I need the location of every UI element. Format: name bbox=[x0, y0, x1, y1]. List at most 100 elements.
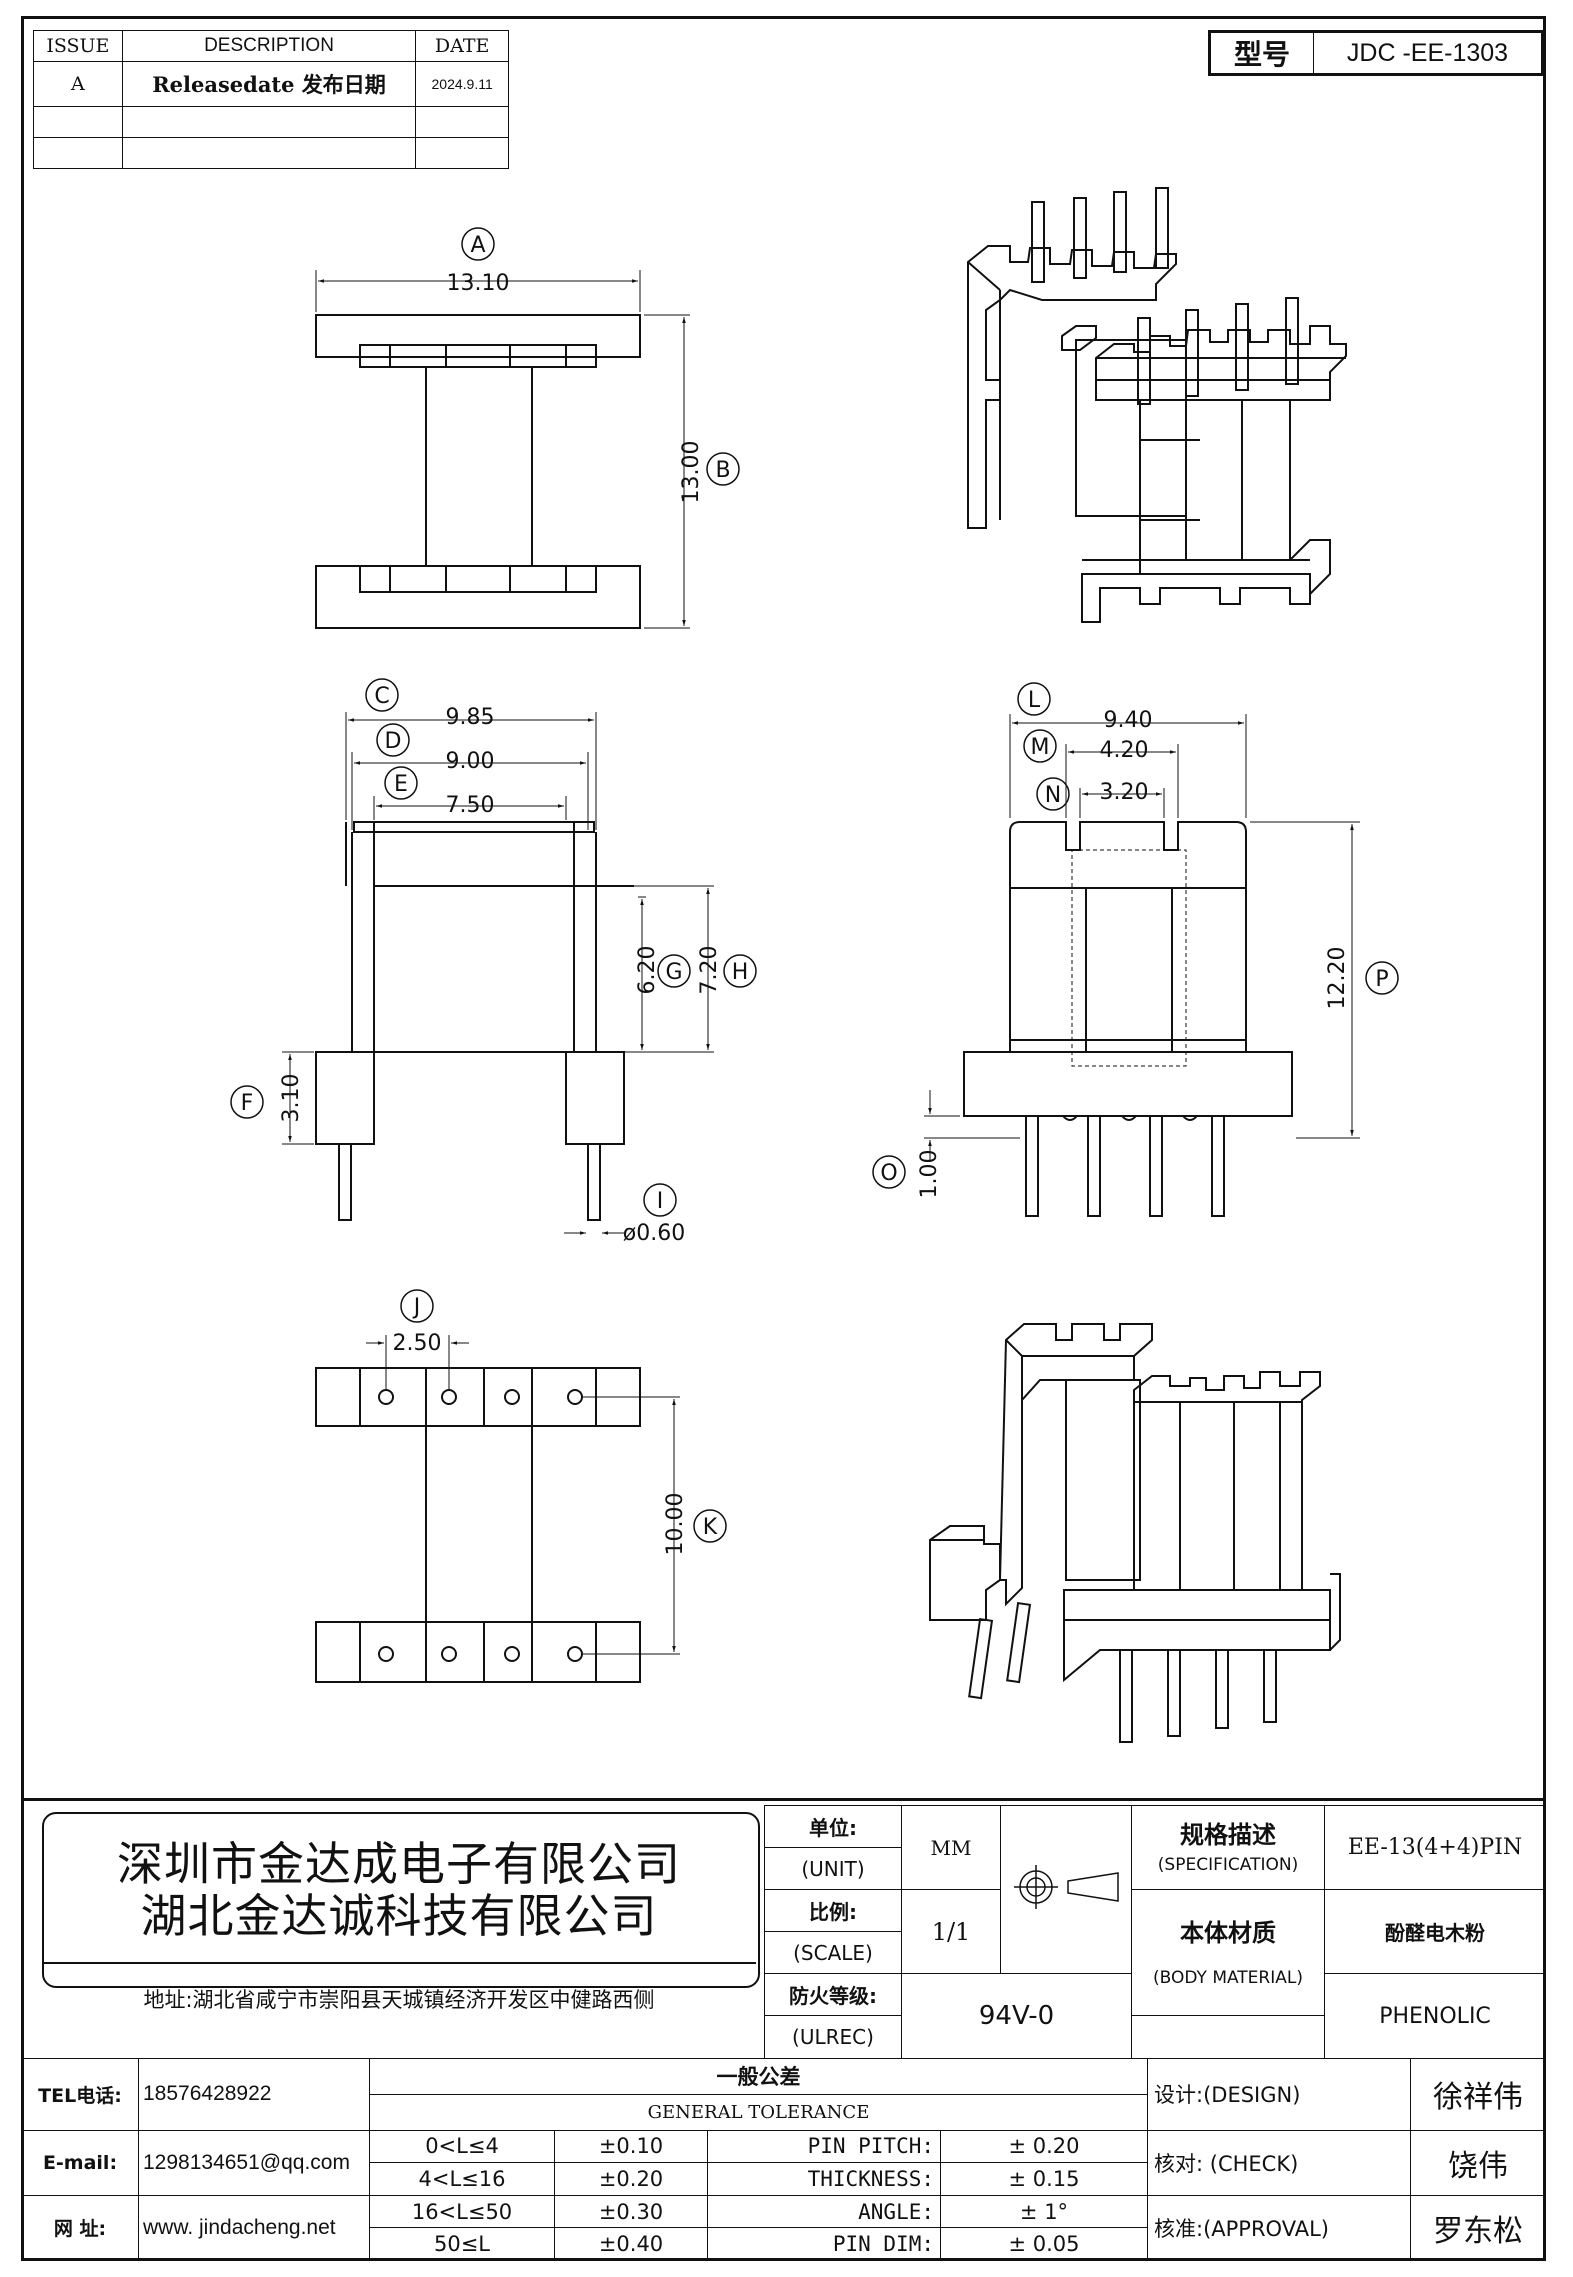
email-value: 1298134651@qq.com bbox=[138, 2129, 370, 2196]
spec-en-label: (SPECIFICATION) bbox=[1157, 1854, 1299, 1875]
pin-tol-label: THICKNESS: bbox=[707, 2162, 941, 2196]
dim-value-a: 13.10 bbox=[447, 271, 510, 296]
pin-tol-label: ANGLE: bbox=[707, 2194, 941, 2229]
web-value: www. jindacheng.net bbox=[138, 2194, 370, 2262]
dim-value-k: 10.00 bbox=[663, 1493, 688, 1556]
material-en-label: (BODY MATERIAL) bbox=[1153, 1968, 1303, 1989]
spec-value: EE-13(4+4)PIN bbox=[1324, 1805, 1546, 1890]
tol-value: ±0.40 bbox=[554, 2227, 708, 2261]
dim-value-h: 7.20 bbox=[697, 946, 722, 995]
company-name-1: 深圳市金达成电子有限公司 bbox=[117, 1837, 681, 1891]
dim-letter-g: G bbox=[665, 960, 682, 985]
pin-tol-value: ± 0.20 bbox=[940, 2129, 1148, 2164]
spec-table: 单位: MM 规格描述 (SPECIFICATION) EE-13(4+4)PI… bbox=[764, 1805, 1546, 2059]
unit-en-label: (UNIT) bbox=[764, 1847, 902, 1890]
dim-value-p: 12.20 bbox=[1325, 947, 1350, 1010]
dim-value-d: 9.00 bbox=[446, 749, 495, 774]
dim-letter-f: F bbox=[241, 1091, 254, 1116]
tol-range: 0<L≤4 bbox=[369, 2129, 555, 2164]
check-label: 核对: (CHECK) bbox=[1147, 2129, 1411, 2196]
company-name-2: 湖北金达诚科技有限公司 bbox=[140, 1889, 658, 1943]
dim-letter-c: C bbox=[374, 684, 389, 709]
pin-view bbox=[315, 1289, 727, 1683]
dim-value-e: 7.50 bbox=[446, 793, 495, 818]
pin-tol-value: ± 0.15 bbox=[940, 2162, 1148, 2196]
dim-value-g: 6.20 bbox=[635, 946, 660, 995]
approval-label: 核准:(APPROVAL) bbox=[1147, 2194, 1411, 2262]
tel-label: TEL电话: bbox=[21, 2058, 139, 2131]
pin-tol-label: PIN DIM: bbox=[707, 2227, 941, 2261]
model-value: JDC -EE-1303 bbox=[1313, 31, 1543, 75]
dim-letter-l: L bbox=[1028, 688, 1041, 713]
company-divider bbox=[42, 1962, 756, 1964]
company-box bbox=[42, 1812, 760, 1988]
dim-value-o: 1.00 bbox=[917, 1150, 942, 1199]
unit-value: MM bbox=[901, 1805, 1001, 1890]
isometric-view-bottom bbox=[929, 1323, 1341, 1743]
scale-cn-label: 比例: bbox=[764, 1889, 902, 1932]
dim-letter-p: P bbox=[1375, 967, 1388, 992]
projection-symbol bbox=[1000, 1805, 1132, 1974]
description-cell bbox=[121, 137, 417, 169]
approval-name: 罗东松 bbox=[1410, 2194, 1546, 2262]
technical-drawing: A 13.10 B 13.00 C 9.85 D 9.00 E 7.50 G 6… bbox=[230, 187, 1399, 1743]
dim-letter-m: M bbox=[1031, 735, 1050, 760]
design-name: 徐祥伟 bbox=[1410, 2058, 1546, 2131]
dim-value-i: ø0.60 bbox=[623, 1221, 685, 1246]
dim-letter-k: K bbox=[703, 1515, 718, 1540]
pin-tol-label: PIN PITCH: bbox=[707, 2129, 941, 2164]
pin-tol-value: ± 0.05 bbox=[940, 2227, 1148, 2261]
scale-en-label: (SCALE) bbox=[764, 1931, 902, 1974]
dim-value-l: 9.40 bbox=[1104, 708, 1153, 733]
dim-letter-a: A bbox=[470, 233, 485, 258]
dim-value-c: 9.85 bbox=[446, 705, 495, 730]
dim-value-b: 13.00 bbox=[679, 441, 704, 504]
side-view bbox=[872, 682, 1399, 1217]
dim-value-n: 3.20 bbox=[1100, 780, 1149, 805]
tol-value: ±0.30 bbox=[554, 2194, 708, 2229]
front-view bbox=[230, 678, 757, 1235]
dim-letter-h: H bbox=[732, 960, 749, 985]
tel-value: 18576428922 bbox=[138, 2058, 370, 2131]
fire-en-label: (ULREC) bbox=[764, 2015, 902, 2059]
email-label: E-mail: bbox=[21, 2129, 139, 2196]
fire-cn-label: 防火等级: bbox=[764, 1973, 902, 2016]
tol-range: 4<L≤16 bbox=[369, 2162, 555, 2196]
check-name: 饶伟 bbox=[1410, 2129, 1546, 2196]
dim-letter-n: N bbox=[1045, 783, 1061, 808]
dim-letter-o: O bbox=[880, 1161, 897, 1186]
company-address: 地址:湖北省咸宁市崇阳县天城镇经济开发区中健路西侧 bbox=[143, 1988, 655, 2012]
material-cn-label: 本体材质 bbox=[1180, 1919, 1276, 1948]
scale-value: 1/1 bbox=[901, 1889, 1001, 1974]
title-block bbox=[21, 1798, 1546, 2264]
date-cell bbox=[415, 137, 509, 169]
description-cell bbox=[121, 106, 417, 138]
dim-letter-j: J bbox=[412, 1295, 421, 1320]
isometric-view-top bbox=[967, 187, 1347, 623]
dim-value-f: 3.10 bbox=[279, 1074, 304, 1123]
dim-letter-e: E bbox=[394, 772, 408, 797]
material-value-cn: 酚醛电木粉 bbox=[1324, 1889, 1546, 1974]
tol-range: 50≤L bbox=[369, 2227, 555, 2261]
tol-range: 16<L≤50 bbox=[369, 2194, 555, 2229]
date-header: DATE bbox=[415, 30, 509, 62]
design-label: 设计:(DESIGN) bbox=[1147, 2058, 1411, 2131]
web-label: 网 址: bbox=[21, 2194, 139, 2262]
tol-value: ±0.10 bbox=[554, 2129, 708, 2164]
dim-letter-b: B bbox=[715, 458, 730, 483]
tolerance-title-cn: 一般公差 bbox=[369, 2058, 1148, 2095]
description-header: DESCRIPTION bbox=[121, 30, 417, 62]
tolerance-title-en: GENERAL TOLERANCE bbox=[369, 2093, 1148, 2131]
revision-table: ISSUE DESCRIPTION DATE A Releasedate 发布日… bbox=[33, 30, 509, 169]
material-value-en: PHENOLIC bbox=[1324, 1973, 1546, 2059]
model-label: 型号 bbox=[1209, 31, 1314, 75]
dim-letter-d: D bbox=[385, 729, 402, 754]
unit-cn-label: 单位: bbox=[764, 1805, 902, 1848]
bottom-table: TEL电话: 18576428922 一般公差 设计:(DESIGN) 徐祥伟 … bbox=[21, 2058, 1546, 2262]
dim-letter-i: I bbox=[657, 1189, 664, 1214]
fire-value: 94V-0 bbox=[901, 1973, 1132, 2059]
tol-value: ±0.20 bbox=[554, 2162, 708, 2196]
pin-tol-value: ± 1° bbox=[940, 2194, 1148, 2229]
dim-value-j: 2.50 bbox=[393, 1331, 442, 1356]
model-box: 型号 JDC -EE-1303 bbox=[1208, 30, 1544, 76]
